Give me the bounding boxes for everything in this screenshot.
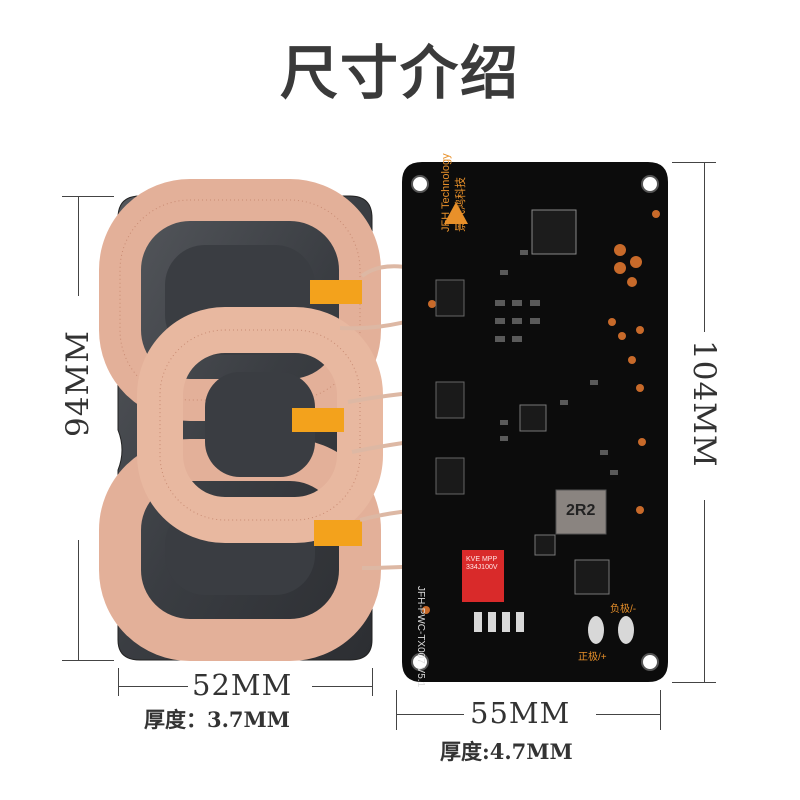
board-thickness-label: 厚度:4.7MM xyxy=(440,739,573,764)
board-model: JFH-PWC-TX007 V5.1 xyxy=(415,586,426,688)
board-brand: JFH Technology xyxy=(440,153,452,232)
negative-terminal-label: 负极/- xyxy=(610,604,637,615)
dim-line xyxy=(62,196,114,197)
dim-line xyxy=(672,162,716,163)
page-title: 尺寸介绍 xyxy=(279,39,520,107)
board-brand-cn: 景飞鸿科技 xyxy=(455,177,467,232)
board-width-label: 55MM xyxy=(470,696,571,730)
dim-line xyxy=(62,660,114,661)
dim-line xyxy=(396,714,464,715)
coil-thickness-label: 厚度：3.7MM xyxy=(144,707,291,732)
tape-strip xyxy=(292,408,344,432)
dim-line xyxy=(78,196,79,296)
dim-line xyxy=(118,686,188,687)
pcb-board xyxy=(402,162,668,682)
dim-line xyxy=(372,668,373,696)
capacitor-label: KVE MPP 334J100V xyxy=(466,556,498,571)
dim-line xyxy=(596,714,660,715)
board-height-label: 104MM xyxy=(686,340,722,468)
coil-width-label: 52MM xyxy=(192,668,293,702)
dim-line xyxy=(672,682,716,683)
dim-line xyxy=(704,162,705,332)
dim-line xyxy=(660,690,661,730)
coil-middle xyxy=(137,307,383,543)
tape-strip xyxy=(314,520,362,546)
inductor-label: 2R2 xyxy=(566,502,596,519)
dim-line xyxy=(78,540,79,660)
dim-line xyxy=(312,686,372,687)
positive-terminal-label: 正极/+ xyxy=(578,652,607,663)
dim-line xyxy=(704,500,705,682)
tape-strip xyxy=(310,280,362,304)
coil-height-label: 94MM xyxy=(60,330,96,437)
dim-line xyxy=(118,668,119,696)
dim-line xyxy=(396,690,397,730)
